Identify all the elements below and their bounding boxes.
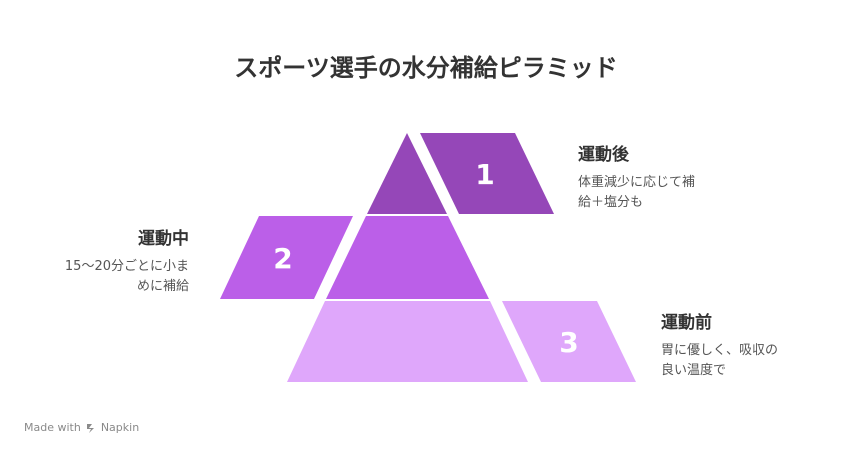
level-3-panel — [502, 301, 636, 382]
level-2-panel — [220, 216, 353, 299]
level-1-desc-line1: 体重減少に応じて補 — [578, 175, 696, 190]
watermark-prefix: Made with — [24, 421, 81, 434]
level-3-title: 運動前 — [661, 313, 712, 333]
level-1-desc-line2: 給＋塩分も — [578, 195, 644, 210]
level-1-desc: 体重減少に応じて補 給＋塩分も — [578, 173, 695, 213]
level-2-desc-line1: 15〜20分ごとに小ま — [64, 259, 189, 274]
level-3-desc: 胃に優しく、吸収の 良い温度で — [661, 341, 778, 381]
pyramid-tier-top — [367, 133, 447, 214]
level-1-number: 1 — [475, 158, 494, 191]
level-3-desc-line2: 良い温度で — [661, 363, 727, 378]
level-3-desc-line1: 胃に優しく、吸収の — [661, 343, 779, 358]
pyramid-tier-middle — [326, 216, 489, 299]
napkin-logo-icon — [86, 423, 94, 433]
level-2-title: 運動中 — [138, 229, 189, 249]
pyramid-tier-bottom — [287, 301, 528, 382]
level-2-desc: 15〜20分ごとに小ま めに補給 — [65, 257, 189, 297]
watermark-brand: Napkin — [100, 421, 140, 434]
level-1-title: 運動後 — [578, 145, 629, 165]
page-title: スポーツ選手の水分補給ピラミッド — [234, 54, 618, 82]
level-2-number: 2 — [273, 242, 292, 275]
napkin-watermark: Made with Napkin — [24, 421, 139, 434]
level-3-number: 3 — [559, 326, 578, 359]
level-2-desc-line2: めに補給 — [136, 279, 189, 294]
level-1-panel — [420, 133, 554, 214]
